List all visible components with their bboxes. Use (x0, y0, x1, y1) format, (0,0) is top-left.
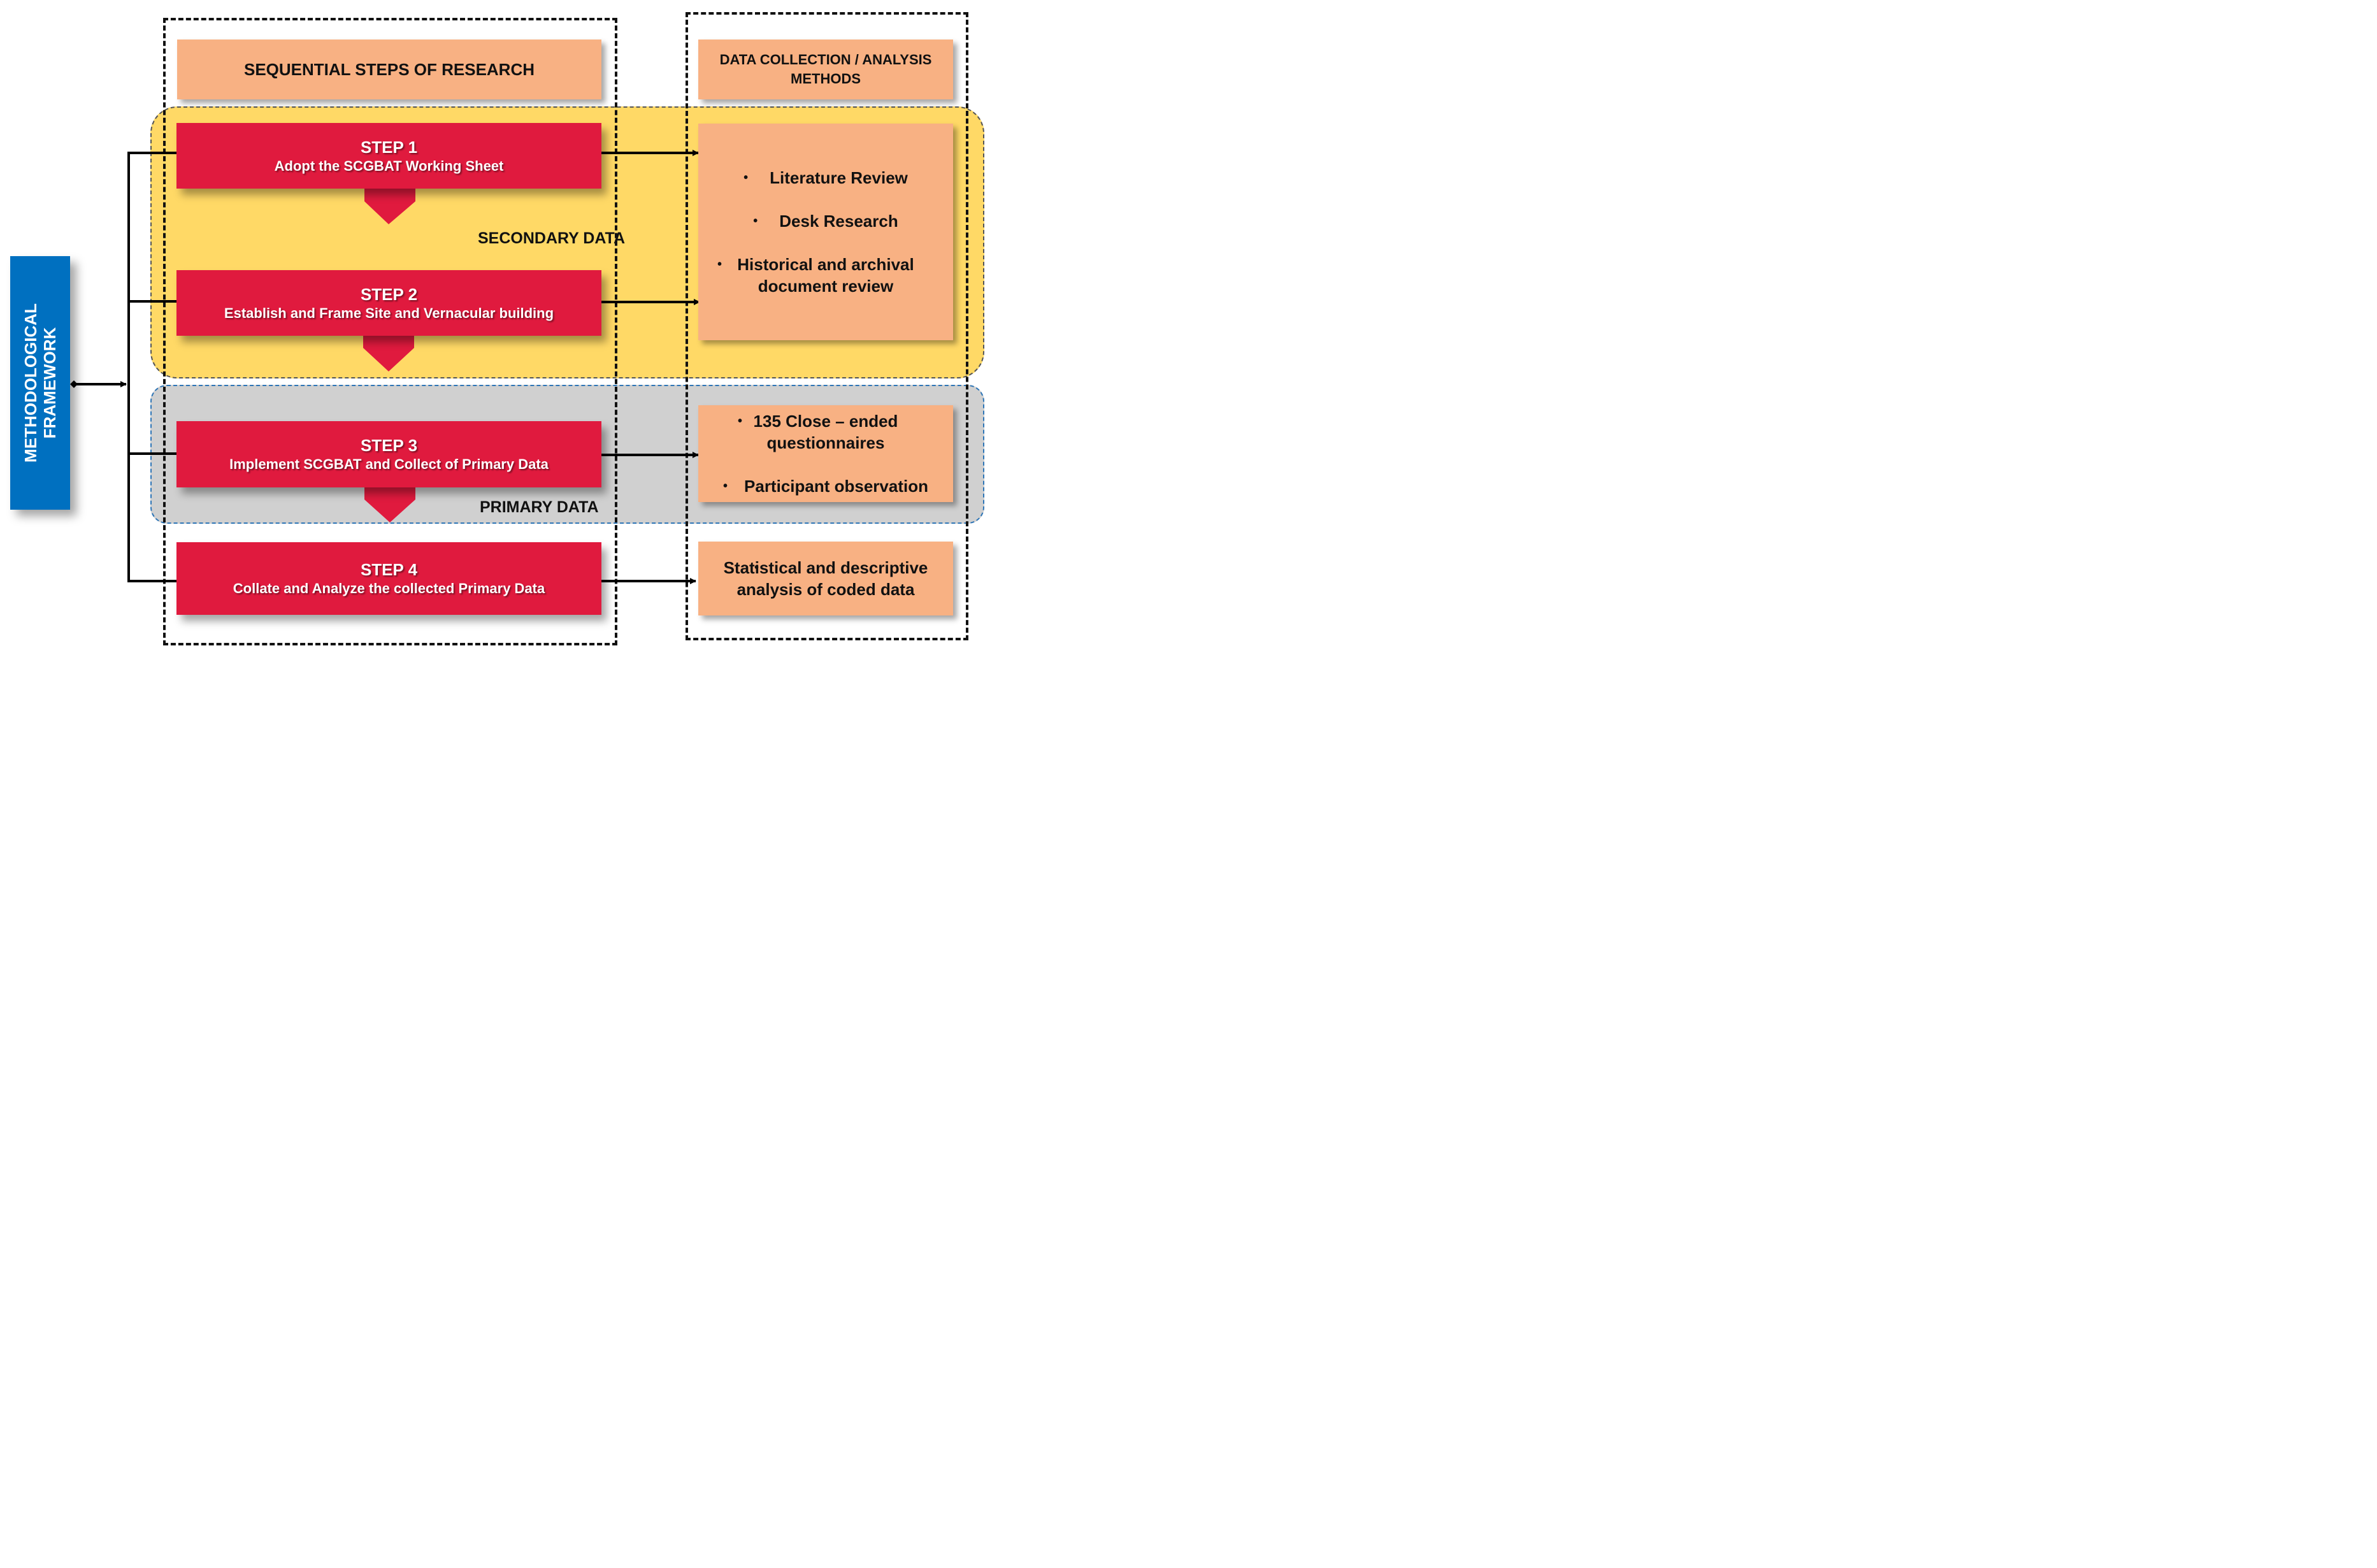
secondary-methods-box: • Literature Review • Desk Research • Histo… (698, 124, 953, 340)
steps-header: SEQUENTIAL STEPS OF RESEARCH (177, 40, 601, 99)
primary-data-label: PRIMARY DATA (480, 498, 599, 516)
connectors (70, 149, 700, 585)
primary-methods-box: • 135 Close – ended questionnaires • Parti… (698, 405, 953, 502)
step-2-description: Establish and Frame Site and Vernacular … (224, 305, 554, 321)
method-item: • Participant observation (710, 475, 942, 497)
step-3-description: Implement SCGBAT and Collect of Primary … (229, 456, 549, 472)
method-participant-observation: Participant observation (744, 477, 928, 496)
steps-header-text: SEQUENTIAL STEPS OF RESEARCH (243, 59, 535, 79)
down-arrow-2 (363, 336, 414, 371)
diagram-canvas: { "methodological_framework": ["METHODOL… (0, 0, 993, 655)
method-item: •Statistical and descriptive analysis of… (710, 557, 942, 600)
step-2-title: STEP 2 (360, 284, 418, 304)
methodological-framework-box: METHODOLOGICAL FRAMEWORK (10, 256, 70, 510)
methods-header: DATA COLLECTION / ANALYSIS METHODS (698, 40, 953, 99)
step-2-box: STEP 2 Establish and Frame Site and Vern… (176, 270, 601, 336)
framework-line-1: METHODOLOGICAL (21, 303, 40, 463)
bullet-icon: • (717, 257, 722, 271)
methods-column-frame (686, 12, 968, 640)
step-4-box: STEP 4 Collate and Analyze the collected… (176, 542, 601, 615)
methods-header-line-1: DATA COLLECTION / ANALYSIS (719, 52, 932, 68)
bullet-icon: • (743, 171, 749, 185)
method-item: • Desk Research (710, 210, 942, 232)
bullet-icon: • (754, 561, 759, 575)
bullet-icon: • (753, 214, 758, 228)
step-1-box: STEP 1 Adopt the SCGBAT Working Sheet (176, 123, 601, 189)
bullet-icon: • (723, 479, 728, 493)
framework-line-2: FRAMEWORK (40, 327, 59, 439)
analysis-methods-box: •Statistical and descriptive analysis of… (698, 542, 953, 615)
step-3-box: STEP 3 Implement SCGBAT and Collect of P… (176, 421, 601, 487)
method-item: • 135 Close – ended questionnaires (710, 410, 942, 454)
method-literature-review: Literature Review (770, 168, 908, 187)
down-arrow-1 (364, 189, 415, 224)
secondary-data-label: SECONDARY DATA (478, 229, 626, 247)
step-3-title: STEP 3 (360, 436, 418, 455)
method-item: • Historical and archival document review (710, 254, 942, 297)
step-4-title: STEP 4 (360, 560, 418, 579)
methodological-framework-label: METHODOLOGICAL FRAMEWORK (21, 303, 59, 463)
down-arrow-3 (364, 487, 415, 522)
step-1-description: Adopt the SCGBAT Working Sheet (274, 157, 504, 174)
step-4-description: Collate and Analyze the collected Primar… (233, 580, 545, 596)
method-desk-research: Desk Research (779, 212, 898, 231)
method-questionnaires: 135 Close – ended questionnaires (753, 412, 898, 452)
bullet-icon: • (738, 414, 743, 428)
steps-column-frame (163, 18, 617, 645)
methods-header-line-2: METHODS (791, 71, 861, 87)
method-historical-review: Historical and archival document review (737, 255, 914, 296)
method-item: • Literature Review (710, 167, 942, 189)
step-1-title: STEP 1 (360, 137, 418, 157)
method-statistical-analysis: Statistical and descriptive analysis of … (723, 558, 928, 599)
